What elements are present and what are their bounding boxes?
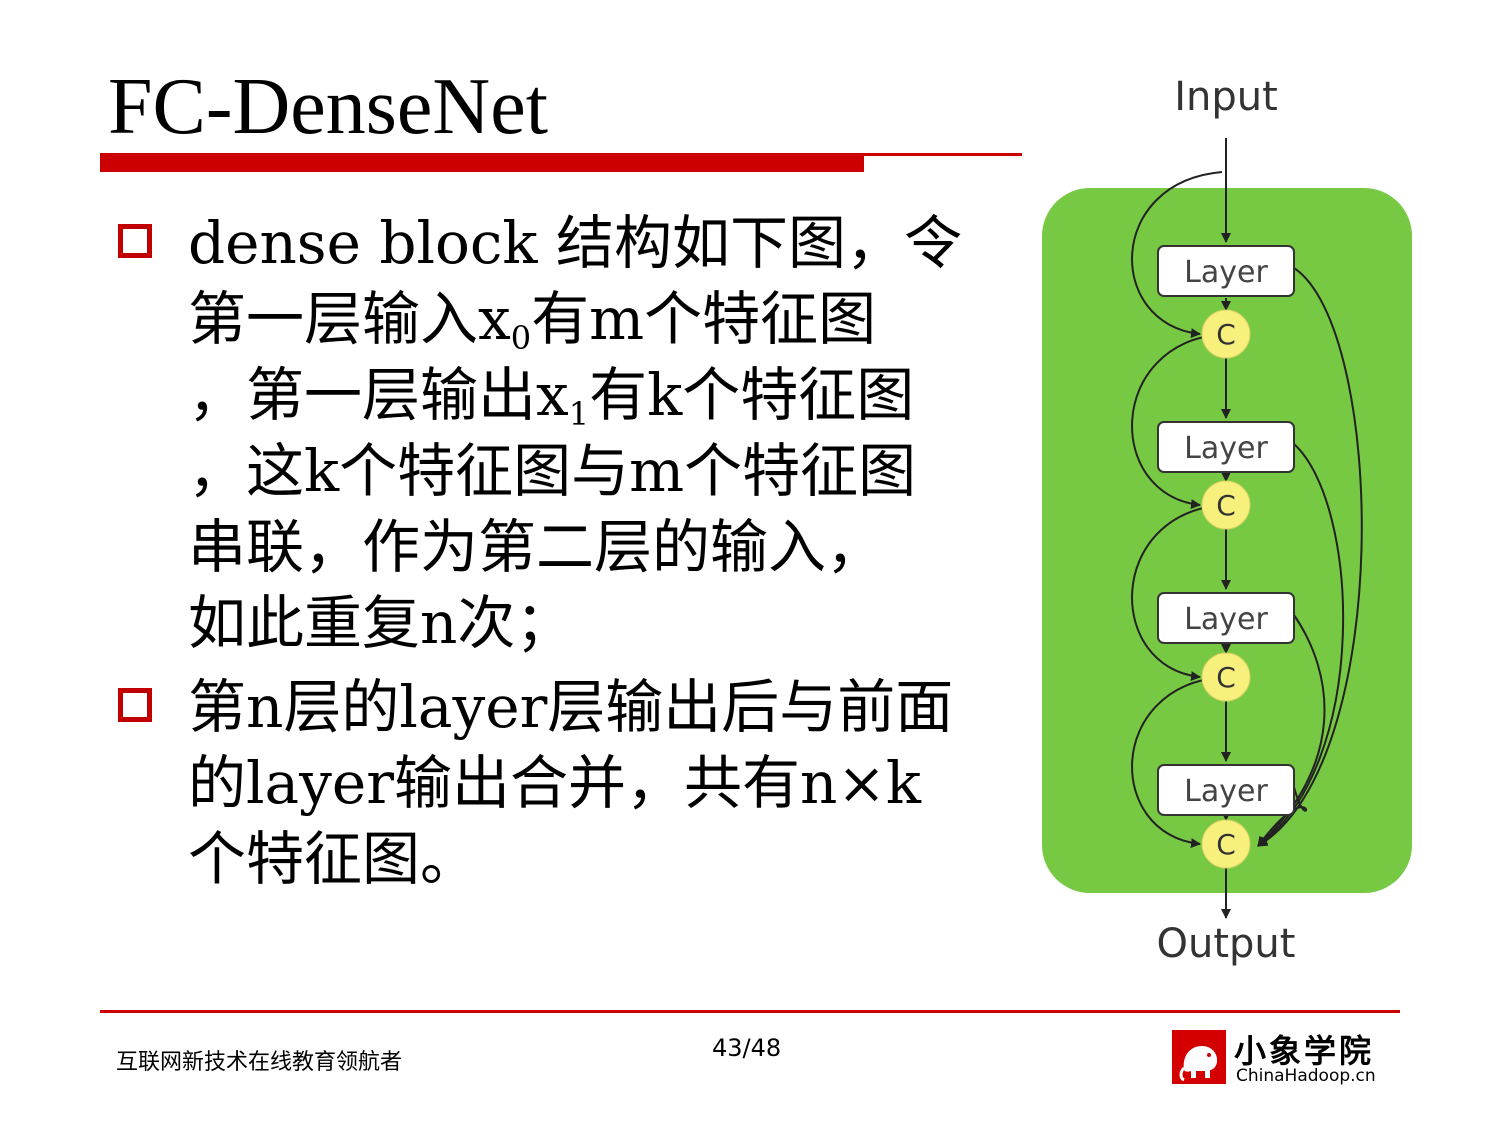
- layer-box: [1157, 245, 1295, 297]
- bullet-text: 有k个特征图: [589, 361, 915, 429]
- concat-node: [1201, 652, 1251, 702]
- footer-rule: [100, 1010, 1400, 1013]
- concat-node: [1201, 819, 1251, 869]
- concat-label: C: [1216, 318, 1236, 351]
- layer-box: [1157, 592, 1295, 644]
- title-rule-thick: [100, 155, 864, 172]
- title-rule-thin: [100, 153, 1022, 156]
- bullet-square-icon: [118, 224, 152, 258]
- concat-node: [1201, 309, 1251, 359]
- skip-connection-left: [1131, 504, 1223, 682]
- page-number: 43/48: [712, 1034, 782, 1062]
- subscript: 1: [568, 395, 590, 433]
- skip-connection-left: [1131, 333, 1223, 510]
- footer-slogan: 互联网新技术在线教育领航者: [116, 1050, 403, 1075]
- logo-name: 小象学院: [1234, 1032, 1375, 1070]
- bullet-line: dense block 结构如下图，令: [188, 205, 962, 281]
- bullet-line: 的layer输出合并，共有n×k: [188, 745, 953, 821]
- skip-connection-left: [1131, 171, 1223, 339]
- layer-box: [1157, 764, 1295, 816]
- bullet-text: 的layer输出合并，共有n×k: [188, 749, 922, 817]
- skip-connection-right: [1257, 267, 1363, 847]
- skip-connection-right: [1257, 786, 1308, 847]
- bullet-paragraph-1: dense block 结构如下图，令第一层输入x0有m个特征图，第一层输出x1…: [188, 205, 962, 661]
- bullet-line: 第一层输入x0有m个特征图: [188, 281, 962, 357]
- bullet-line: 如此重复n次；: [188, 585, 962, 661]
- elephant-logo-icon: [1172, 1030, 1226, 1084]
- bullet-text: 个特征图。: [188, 825, 479, 893]
- layer-box: [1157, 421, 1295, 473]
- concat-node: [1201, 480, 1251, 530]
- bullet-square-icon: [118, 688, 152, 722]
- slide-title: FC-DenseNet: [108, 63, 548, 151]
- bullet-text: ，这k个特征图与m个特征图: [188, 437, 917, 505]
- layer-label: Layer: [1184, 774, 1268, 809]
- concat-label: C: [1216, 661, 1236, 694]
- bullet-text: ，第一层输出x: [188, 361, 569, 429]
- logo-url: ChinaHadoop.cn: [1236, 1066, 1376, 1086]
- bullet-line: 第n层的layer层输出后与前面: [188, 669, 953, 745]
- bullet-text: 第一层输入x: [188, 285, 511, 353]
- layer-label: Layer: [1184, 602, 1268, 637]
- bullet-paragraph-2: 第n层的layer层输出后与前面的layer输出合并，共有n×k 个特征图。: [188, 669, 953, 897]
- layer-label: Layer: [1184, 431, 1268, 466]
- bullet-text: dense block 结构如下图，令: [188, 209, 962, 277]
- skip-connection-right: [1257, 443, 1345, 847]
- bullet-text: 有m个特征图: [531, 285, 877, 353]
- bullet-line: ，第一层输出x1有k个特征图: [188, 357, 962, 433]
- layer-label: Layer: [1184, 255, 1268, 290]
- bullet-text: 串联，作为第二层的输入，: [188, 513, 885, 581]
- concat-label: C: [1216, 489, 1236, 522]
- subscript: 0: [510, 319, 532, 357]
- bullet-line: ，这k个特征图与m个特征图: [188, 433, 962, 509]
- bullet-text: 第n层的layer层输出后与前面: [188, 673, 954, 741]
- bullet-line: 串联，作为第二层的输入，: [188, 509, 962, 585]
- concat-label: C: [1216, 828, 1236, 861]
- bullet-text: 如此重复n次；: [188, 589, 574, 657]
- bullet-line: 个特征图。: [188, 821, 953, 897]
- input-label: Input: [1174, 74, 1278, 120]
- output-label: Output: [1157, 921, 1296, 967]
- skip-connection-left: [1131, 676, 1223, 849]
